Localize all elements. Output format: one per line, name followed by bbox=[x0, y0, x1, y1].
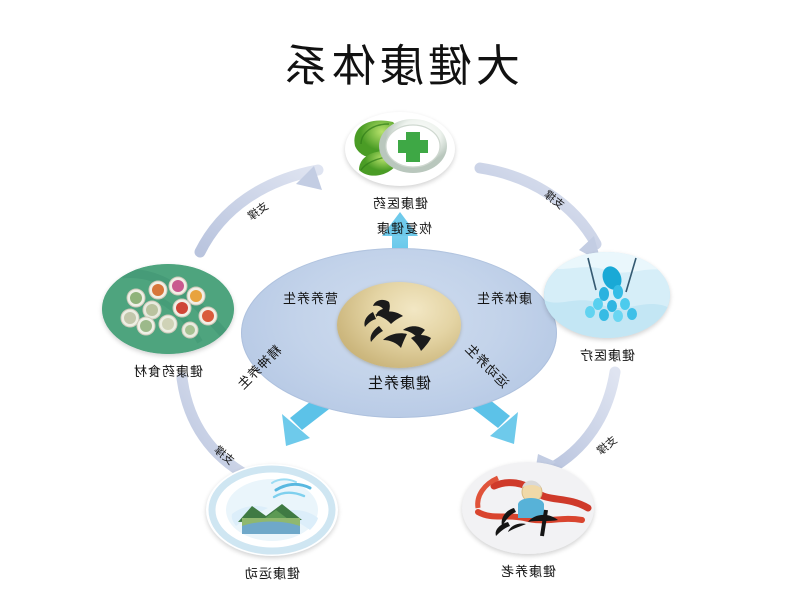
inner-label-right: 营养养生 bbox=[281, 292, 338, 307]
outer-arrow-top-left bbox=[474, 162, 602, 262]
inner-label-left: 康体养生 bbox=[475, 292, 532, 307]
node-health-sports[interactable]: 健康运动 bbox=[196, 464, 348, 582]
node-label: 健康医药 bbox=[372, 197, 429, 212]
node-label: 健康药食材 bbox=[133, 365, 204, 380]
node-health-medical[interactable]: 健康医疗 bbox=[532, 252, 682, 364]
calligraphy-icon bbox=[364, 299, 431, 351]
green-cross-leaf-icon bbox=[345, 112, 455, 186]
node-label: 健康运动 bbox=[244, 567, 301, 582]
node-health-food[interactable]: 健康药食材 bbox=[92, 264, 244, 380]
node-label: 健康医疗 bbox=[579, 349, 636, 364]
core-disc bbox=[337, 282, 461, 368]
herbal-food-dishes-icon bbox=[102, 264, 234, 354]
node-label: 健康养老 bbox=[500, 565, 557, 580]
landscape-hands-icon bbox=[206, 464, 338, 556]
node-health-elderly[interactable]: 健康养老 bbox=[452, 462, 604, 580]
elderly-care-ribbon-icon bbox=[462, 462, 594, 554]
medical-capsules-icon bbox=[544, 252, 670, 338]
inner-label-top: 恢复健康 bbox=[376, 222, 432, 237]
node-health-medicine[interactable]: 健康医药 bbox=[332, 112, 468, 212]
outer-arrow-top-right bbox=[194, 164, 324, 258]
